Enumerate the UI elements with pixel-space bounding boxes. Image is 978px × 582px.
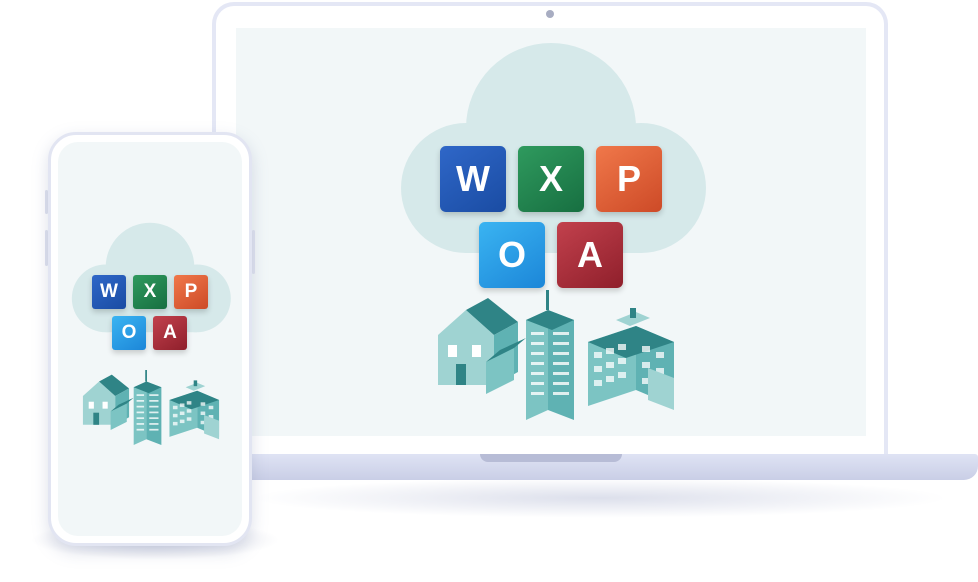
access-app-icon: A bbox=[557, 222, 623, 288]
excel-app-icon: X bbox=[133, 275, 167, 309]
phone-screen: W X P O A bbox=[58, 142, 242, 536]
word-app-icon: W bbox=[92, 275, 126, 309]
laptop-trackpad-notch bbox=[480, 454, 622, 462]
phone-volume-button bbox=[45, 230, 48, 266]
phone-volume-button bbox=[45, 190, 48, 214]
laptop-screen: W X P O A bbox=[236, 28, 866, 436]
city-buildings-icon bbox=[426, 290, 686, 420]
phone-cloud-scene: W X P O A bbox=[64, 220, 236, 370]
laptop-shadow bbox=[250, 478, 950, 518]
phone-power-button bbox=[252, 230, 255, 274]
outlook-app-icon: O bbox=[479, 222, 545, 288]
access-app-icon: A bbox=[153, 316, 187, 350]
powerpoint-app-icon: P bbox=[174, 275, 208, 309]
powerpoint-app-icon: P bbox=[596, 146, 662, 212]
excel-app-icon: X bbox=[518, 146, 584, 212]
city-buildings-icon bbox=[76, 370, 226, 445]
camera-icon bbox=[546, 10, 554, 18]
laptop-cloud-scene: W X P O A bbox=[386, 38, 716, 308]
outlook-app-icon: O bbox=[112, 316, 146, 350]
word-app-icon: W bbox=[440, 146, 506, 212]
